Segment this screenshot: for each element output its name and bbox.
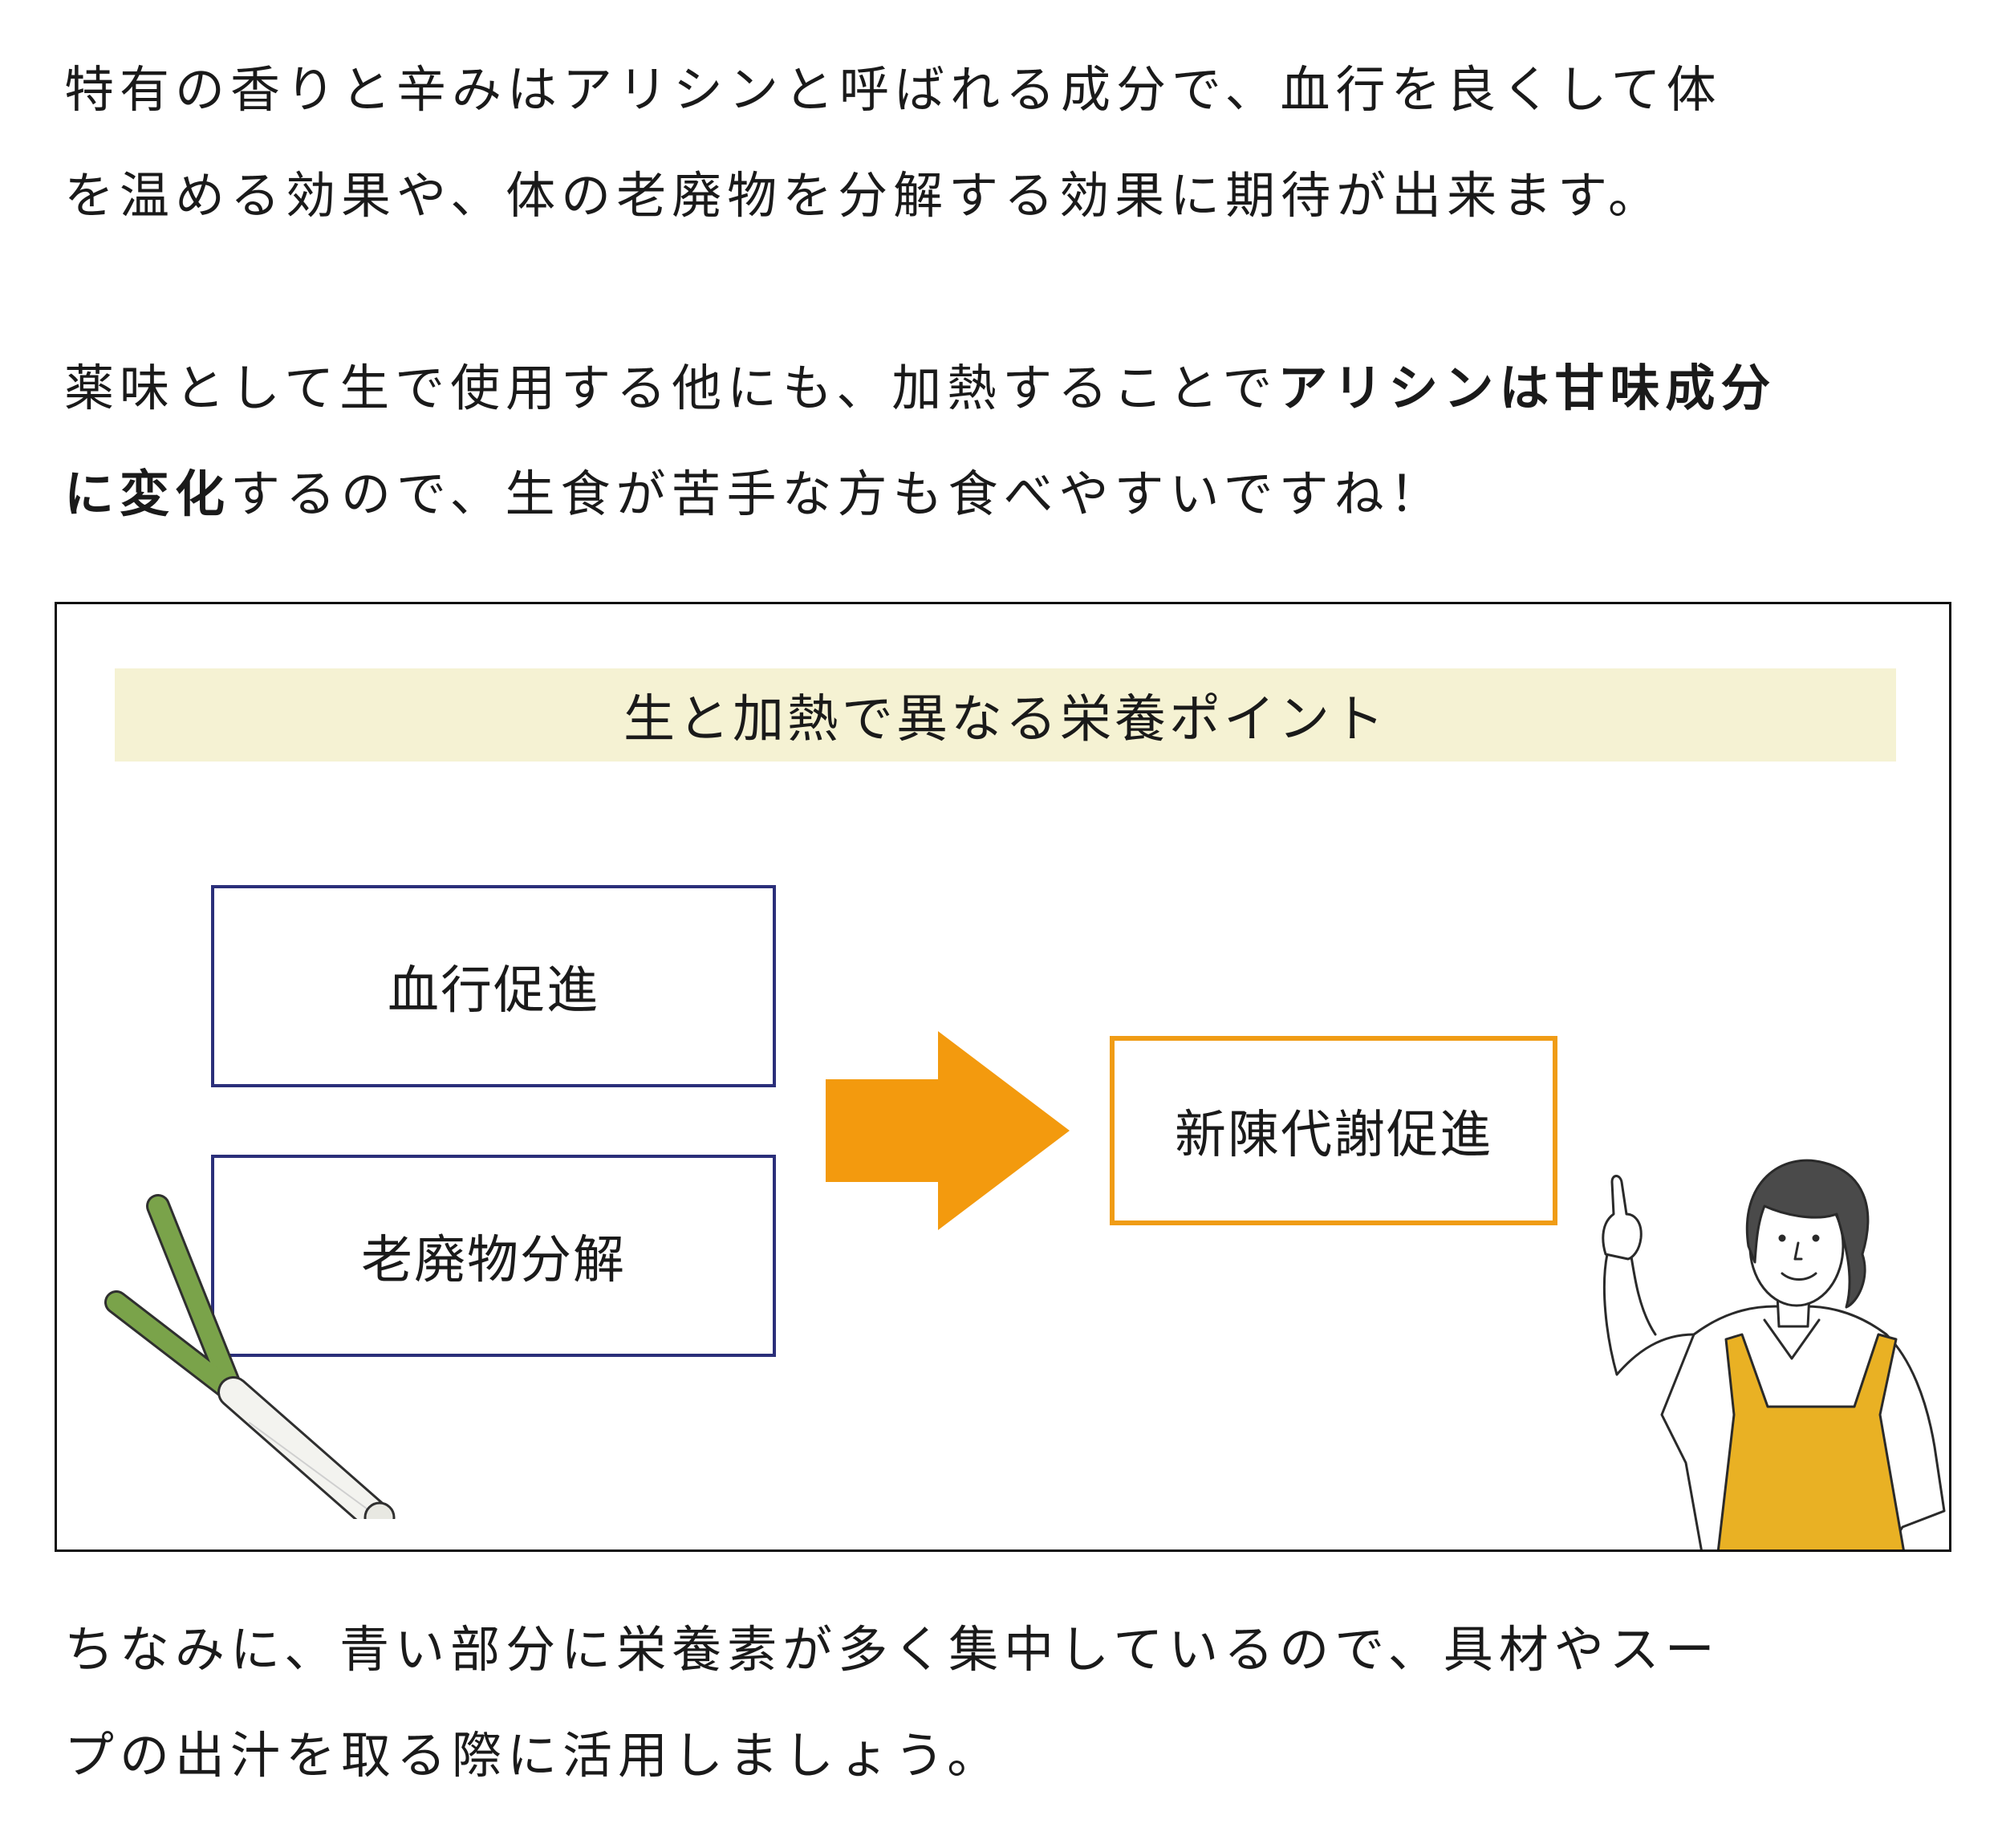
- node-blood-circulation: 血行促進: [211, 885, 776, 1087]
- leek-illustration: [104, 1194, 396, 1519]
- intro-paragraph: 特有の香りと辛みはアリシンと呼ばれる成分で、血行を良くして体 を温める効果や、体…: [64, 37, 1958, 249]
- cooking-text-after: するので、生食が苦手な方も食べやすいですね！: [230, 465, 1445, 523]
- tip-paragraph: ちなみに、青い部分に栄養素が多く集中しているので、具材やスー プの出汁を取る際に…: [64, 1597, 1958, 1809]
- nutrition-figure: 生と加熱で異なる栄養ポイント 血行促進 老廃物分解 新陳代謝促進: [55, 602, 1951, 1552]
- cooking-paragraph: 薬味として生で使用する他にも、加熱することでアリシンは甘味成分 に変化するので、…: [64, 335, 1958, 547]
- right-arrow-icon: [826, 1031, 1070, 1230]
- node-waste-breakdown: 老廃物分解: [211, 1155, 776, 1357]
- chef-woman-illustration: [1602, 1159, 1946, 1549]
- tip-line-2: プの出汁を取る際に活用しましょう。: [64, 1726, 1003, 1785]
- intro-line-2: を温める効果や、体の老廃物を分解する効果に期待が出来ます。: [64, 166, 1663, 225]
- cooking-bold-2: に変化: [64, 465, 231, 523]
- cooking-bold-1: アリシンは甘味成分: [1277, 359, 1777, 417]
- figure-title: 生と加熱で異なる栄養ポイント: [115, 668, 1896, 762]
- intro-line-1: 特有の香りと辛みはアリシンと呼ばれる成分で、血行を良くして体: [64, 60, 1722, 119]
- tip-line-1: ちなみに、青い部分に栄養素が多く集中しているので、具材やスー: [64, 1620, 1720, 1679]
- cooking-text-before: 薬味として生で使用する他にも、加熱することで: [64, 359, 1278, 417]
- node-metabolism-boost: 新陳代謝促進: [1110, 1036, 1557, 1225]
